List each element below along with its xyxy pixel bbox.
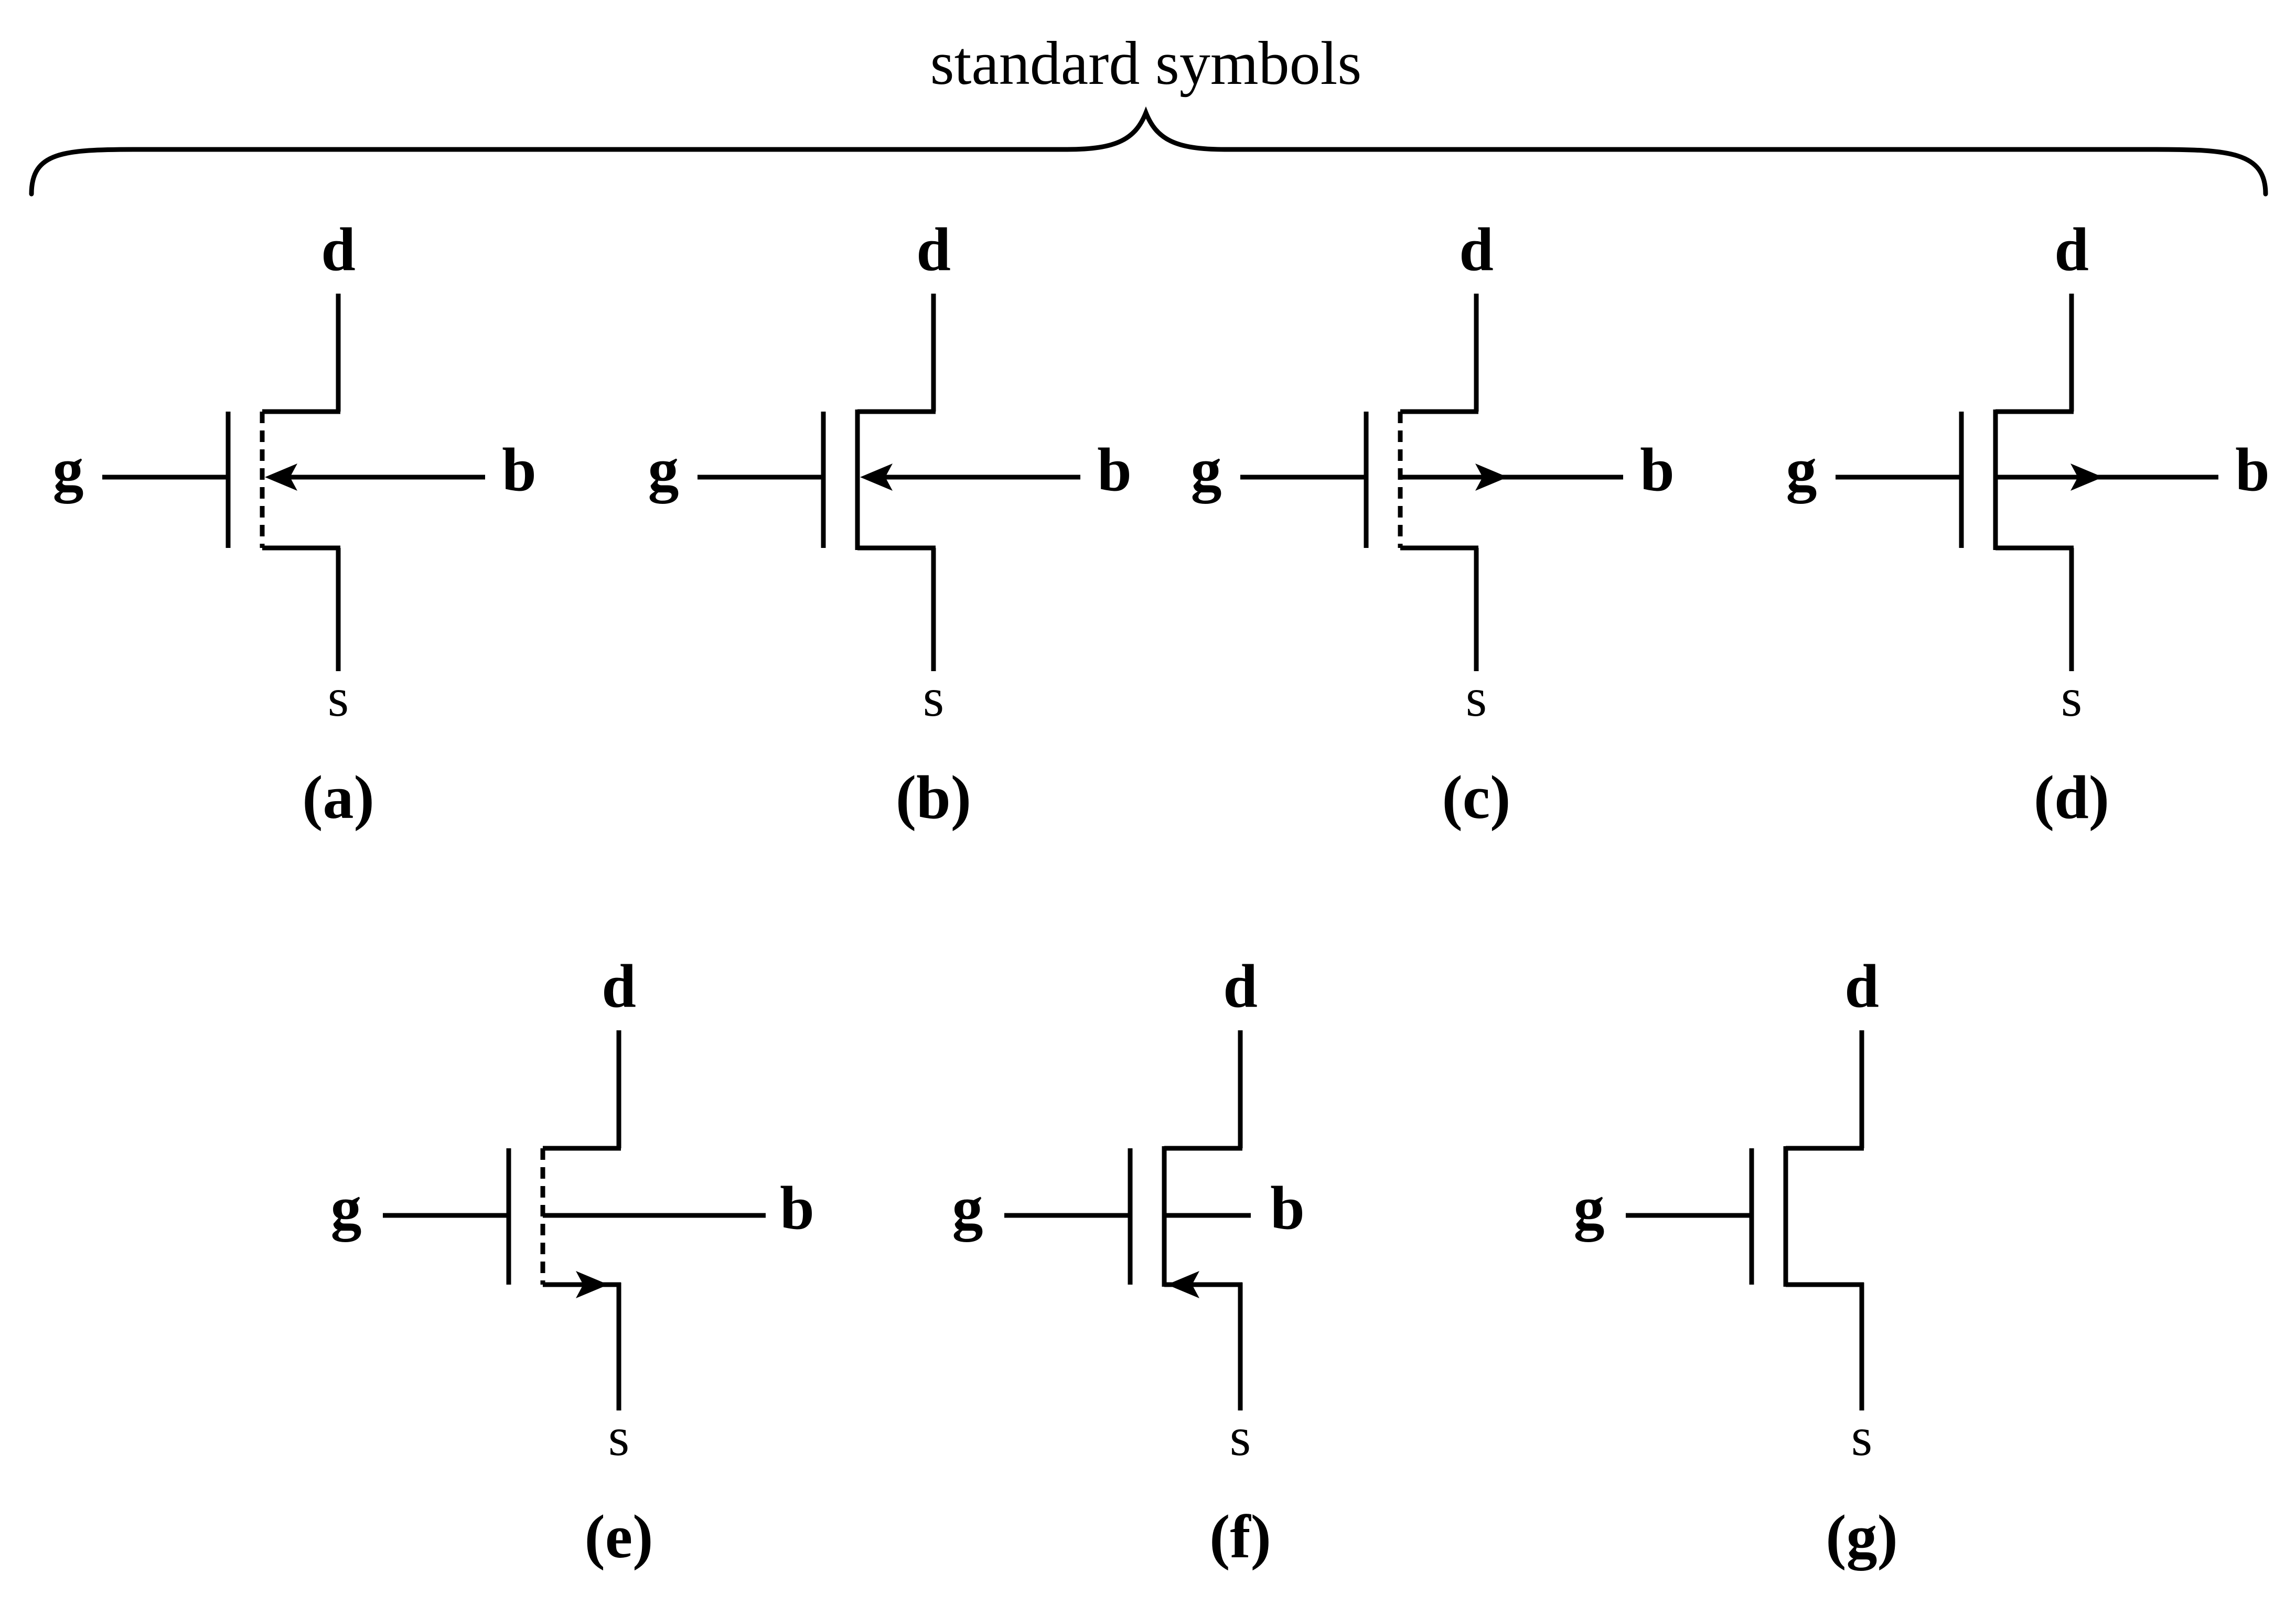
- caption-c: (c): [1442, 763, 1511, 832]
- caption-a: (a): [302, 763, 374, 832]
- symbol-c: d g b s (c): [1191, 215, 1675, 832]
- source-label: s: [608, 1407, 629, 1467]
- arrow-head-in: [860, 464, 893, 491]
- gate-label: g: [1786, 435, 1817, 504]
- source-label: s: [1851, 1407, 1872, 1467]
- symbol-b: d g b s (b): [648, 215, 1132, 832]
- body-label: b: [1097, 435, 1132, 504]
- header-label: standard symbols: [930, 29, 1362, 98]
- gate-label: g: [331, 1173, 362, 1242]
- gate-label: g: [648, 435, 679, 504]
- gate-label: g: [1191, 435, 1222, 504]
- symbol-g: d g s (g): [1574, 952, 1898, 1571]
- gate-label: g: [952, 1173, 983, 1242]
- caption-g: (g): [1826, 1502, 1898, 1571]
- arrow-head-in: [265, 464, 297, 491]
- arrow-head-source-in: [1167, 1271, 1199, 1298]
- drain-label: d: [2054, 215, 2089, 284]
- drain-label: d: [1844, 952, 1879, 1020]
- gate-label: g: [1574, 1173, 1605, 1242]
- source-label: s: [328, 667, 349, 728]
- caption-b: (b): [896, 763, 971, 832]
- arrow-head-out: [1475, 464, 1508, 491]
- standard-symbols-brace: [29, 106, 2268, 197]
- drain-label: d: [602, 952, 636, 1020]
- caption-f: (f): [1209, 1502, 1271, 1571]
- gate-label: g: [53, 435, 84, 504]
- body-label: b: [780, 1173, 814, 1242]
- arrow-head-source-out: [576, 1271, 608, 1298]
- source-label: s: [923, 667, 944, 728]
- symbol-a: d g b s (a): [53, 215, 537, 832]
- drain-label: d: [1459, 215, 1494, 284]
- caption-e: (e): [585, 1502, 653, 1571]
- source-label: s: [2061, 667, 2082, 728]
- source-label: s: [1466, 667, 1487, 728]
- drain-label: d: [916, 215, 951, 284]
- caption-d: (d): [2034, 763, 2109, 832]
- drain-label: d: [321, 215, 356, 284]
- body-label: b: [502, 435, 537, 504]
- symbol-d: d g b s (d): [1786, 215, 2270, 832]
- body-label: b: [2235, 435, 2270, 504]
- source-label: s: [1230, 1407, 1251, 1467]
- symbol-e: d g b s (e): [331, 952, 814, 1571]
- body-label: b: [1270, 1173, 1305, 1242]
- drain-label: d: [1223, 952, 1258, 1020]
- symbol-f: d g b s (f): [952, 952, 1305, 1571]
- body-label: b: [1640, 435, 1675, 504]
- arrow-head-out: [2070, 464, 2103, 491]
